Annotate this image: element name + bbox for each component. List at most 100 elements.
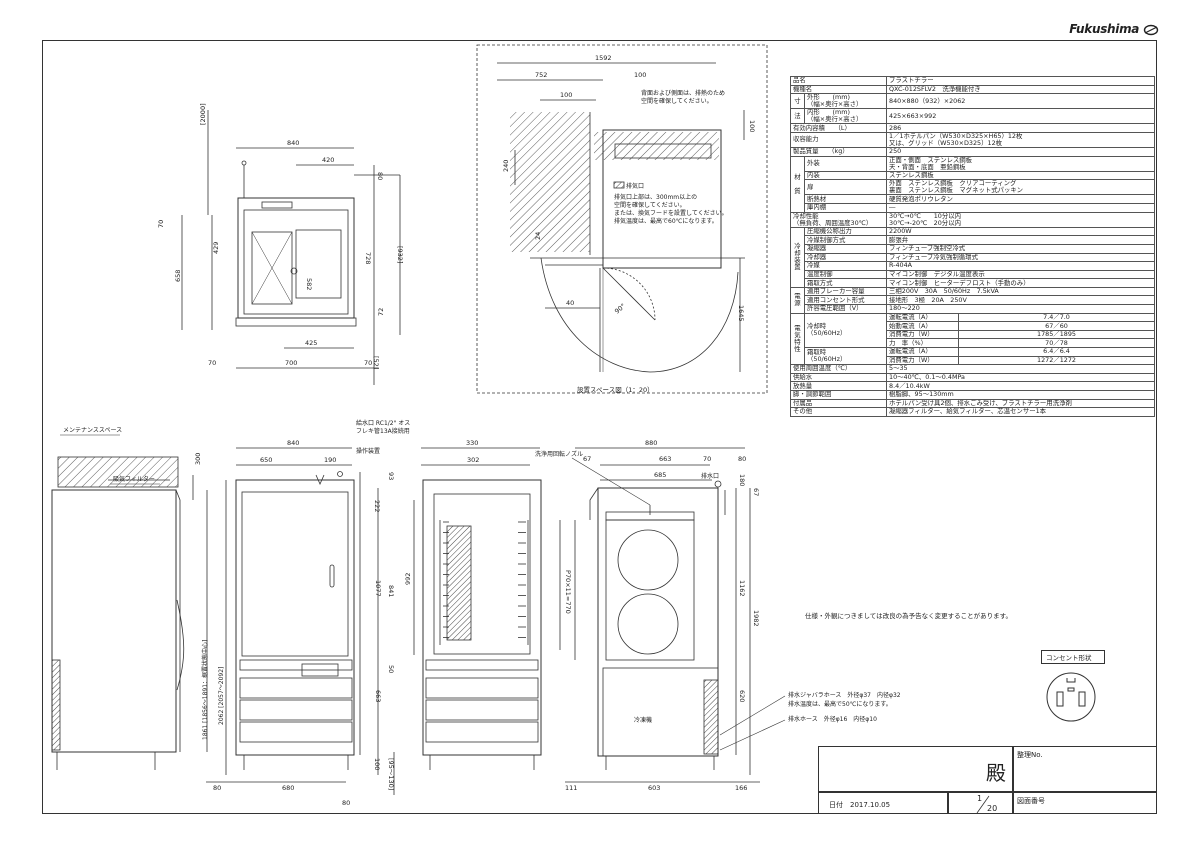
svg-text:302: 302	[467, 456, 479, 464]
date-cell: 日付 2017.10.05	[818, 792, 948, 814]
spec-label: 外形 (mm)（幅×奥行×高さ）	[804, 93, 887, 110]
spec-label: 脚・調節範囲	[790, 390, 887, 400]
svg-text:100: 100	[634, 71, 646, 79]
svg-text:992: 992	[404, 573, 412, 585]
svg-text:または、換気フードを設置してください。: または、換気フードを設置してください。	[614, 209, 728, 217]
svg-text:100: 100	[373, 758, 381, 770]
spec-value: マイコン制御 デジタル温度表示	[885, 269, 1156, 280]
spec-value: ―	[885, 203, 1156, 213]
spec-footnote: 仕様・外観につきましては改良の為予告なく変更することがあります。	[805, 612, 1013, 620]
spec-row: 品名ブラストチラー	[790, 76, 1156, 86]
svg-text:67: 67	[752, 488, 760, 496]
svg-text:80: 80	[376, 172, 384, 180]
outlet-label: コンセント形状	[1041, 650, 1105, 664]
spec-group: 電源	[790, 286, 805, 314]
spec-row: 霜取方式マイコン制御 ヒーターデフロスト（手動のみ）	[791, 278, 1156, 288]
svg-text:425: 425	[305, 339, 317, 347]
spec-row: 付属品ホテルパン受け具2個、排水ごみ受け、ブラストチラー用洗浄剤	[790, 398, 1156, 409]
svg-text:658: 658	[174, 270, 182, 282]
svg-text:70: 70	[364, 359, 372, 367]
svg-text:[2000]: [2000]	[199, 103, 207, 125]
spec-value: マイコン制御 ヒーターデフロスト（手動のみ）	[885, 278, 1156, 288]
drawing-no-cell: 図面番号	[1013, 792, 1157, 814]
svg-text:排気口上部は、300mm以上の: 排気口上部は、300mm以上の	[614, 193, 697, 201]
spec-label: 霜取方式	[804, 278, 887, 288]
svg-text:300: 300	[194, 453, 202, 465]
spec-group: 電気特性	[790, 312, 805, 366]
spec-row: 許容電圧範囲（V）180～220	[791, 304, 1156, 314]
spec-label: 有効内容積 （L）	[790, 123, 887, 133]
svg-text:650: 650	[260, 456, 272, 464]
top-view-dims: 840 420 80 70 658 429 582 728 [932] [200…	[157, 103, 404, 369]
title-block: 殿 整理No. 日付 2017.10.05 1 20 図面番号	[818, 746, 1157, 814]
spec-label: 品名	[790, 76, 887, 86]
spec-label: 内形 (mm)（幅×奥行×高さ）	[804, 108, 887, 125]
svg-text:166: 166	[735, 784, 747, 792]
spec-value: 1／1ホテルパン（W530×D325×H65）12枚又は、グリッド（W530×D…	[885, 131, 1156, 149]
spec-value: 外面 ステンレス鋼板 クリアコーティング裏面 ステンレス鋼板 マグネット式パッキ…	[885, 179, 1156, 196]
spec-value: ステンレス鋼板	[885, 170, 1156, 181]
svg-text:663: 663	[659, 455, 671, 463]
spec-row: 凝縮器フィンチューブ強制空冷式	[791, 243, 1156, 254]
svg-text:空間を確保してください。: 空間を確保してください。	[641, 97, 713, 105]
svg-text:880: 880	[645, 439, 657, 447]
spec-label: 適用コンセント形式	[804, 295, 887, 306]
spec-sublabel: 運転電流（A）	[886, 347, 959, 357]
brand-name: Fukushima	[1069, 22, 1140, 36]
spec-label: 凝縮器	[804, 243, 887, 254]
svg-text:1162: 1162	[738, 580, 746, 597]
outlet-diagram: コンセント形状	[1041, 650, 1105, 728]
svg-text:80: 80	[213, 784, 221, 792]
drawing-no-label: 図面番号	[1017, 797, 1045, 805]
spec-value: 5～35	[885, 364, 1156, 374]
svg-text:685: 685	[654, 471, 666, 479]
svg-text:70: 70	[157, 220, 165, 228]
right-view	[565, 447, 760, 783]
spec-value: 接地形 3極 20A 250V	[885, 295, 1156, 306]
svg-text:582: 582	[305, 278, 313, 290]
customer-cell: 殿	[818, 746, 1013, 792]
spec-row: 製品質量 （kg）250	[790, 147, 1156, 157]
spec-label: 温度制御	[804, 269, 887, 280]
spec-row: その他凝縮器フィルター、給気フィルター、芯温センサー1本	[790, 407, 1156, 417]
spec-label: その他	[790, 407, 887, 417]
svg-text:840: 840	[287, 439, 299, 447]
svg-text:50: 50	[387, 665, 395, 673]
spec-value: 2200W	[885, 226, 1156, 237]
inner-view-text: 330 302 992 P70×11=770	[404, 439, 572, 614]
spec-label: 適用ブレーカー容量	[804, 286, 887, 297]
svg-text:1645: 1645	[737, 305, 745, 322]
spec-group: 法	[790, 108, 805, 125]
spec-label: 外装	[804, 155, 887, 172]
spec-row: 冷媒制御方式膨張弁	[791, 235, 1156, 245]
svg-text:給水口 RC1/2" オス: 給水口 RC1/2" オス	[356, 419, 410, 427]
spec-row: 材質外装正面・側面 ステンレス鋼板天・背面・底面 亜鉛鋼板	[790, 155, 1156, 213]
front-view-text: 840 650 190 給水口 RC1/2" オス フレキ管13A接続用 操作装…	[213, 419, 410, 807]
spec-row: 法内形 (mm)（幅×奥行×高さ）425×663×992	[790, 108, 1156, 125]
svg-text:330: 330	[466, 439, 478, 447]
svg-text:排気温度は、最高で60℃になります。: 排気温度は、最高で60℃になります。	[614, 217, 718, 225]
svg-text:空間を確保してください。: 空間を確保してください。	[614, 201, 686, 209]
svg-text:[95～130]: [95～130]	[387, 758, 395, 790]
inner-view	[413, 447, 561, 770]
svg-text:663: 663	[374, 690, 382, 702]
spec-value: 6.4／6.4	[957, 347, 1156, 357]
spec-label: 断熱材	[804, 194, 887, 205]
spec-label: 扉	[804, 179, 887, 196]
spec-row: 適用コンセント形式接地形 3極 20A 250V	[791, 295, 1156, 306]
spec-label: 冷媒	[804, 261, 887, 271]
front-view	[206, 447, 395, 795]
honorific: 殿	[986, 761, 1006, 785]
svg-text:100: 100	[748, 120, 756, 132]
spec-value: 67／60	[957, 321, 1156, 331]
spec-row: 冷却器フィンチューブ冷気強制循環式	[791, 252, 1156, 263]
svg-text:70: 70	[703, 455, 711, 463]
svg-text:429: 429	[212, 242, 220, 254]
svg-text:752: 752	[535, 71, 547, 79]
